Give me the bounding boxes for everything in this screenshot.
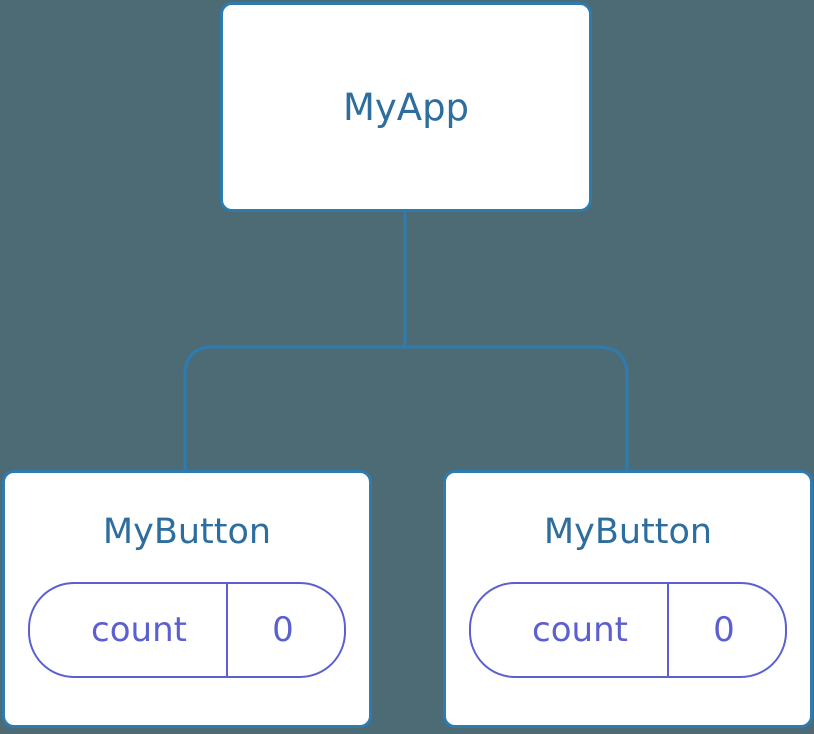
node-mybutton-2-title: MyButton bbox=[543, 512, 713, 552]
node-mybutton-2[interactable]: MyButton count 0 bbox=[443, 470, 813, 728]
state-key-1: count bbox=[91, 610, 187, 650]
node-myapp[interactable]: MyApp bbox=[220, 2, 592, 212]
state-key-2: count bbox=[532, 610, 628, 650]
state-value-1: 0 bbox=[226, 584, 344, 676]
state-pill-1[interactable]: count 0 bbox=[28, 582, 346, 678]
connector-to-left-child bbox=[183, 345, 405, 470]
node-mybutton-1[interactable]: MyButton count 0 bbox=[2, 470, 372, 728]
state-pill-2[interactable]: count 0 bbox=[469, 582, 787, 678]
connector-to-right-child bbox=[405, 345, 629, 470]
node-mybutton-1-title: MyButton bbox=[102, 512, 272, 552]
state-value-2: 0 bbox=[667, 584, 785, 676]
node-myapp-title: MyApp bbox=[342, 85, 470, 129]
